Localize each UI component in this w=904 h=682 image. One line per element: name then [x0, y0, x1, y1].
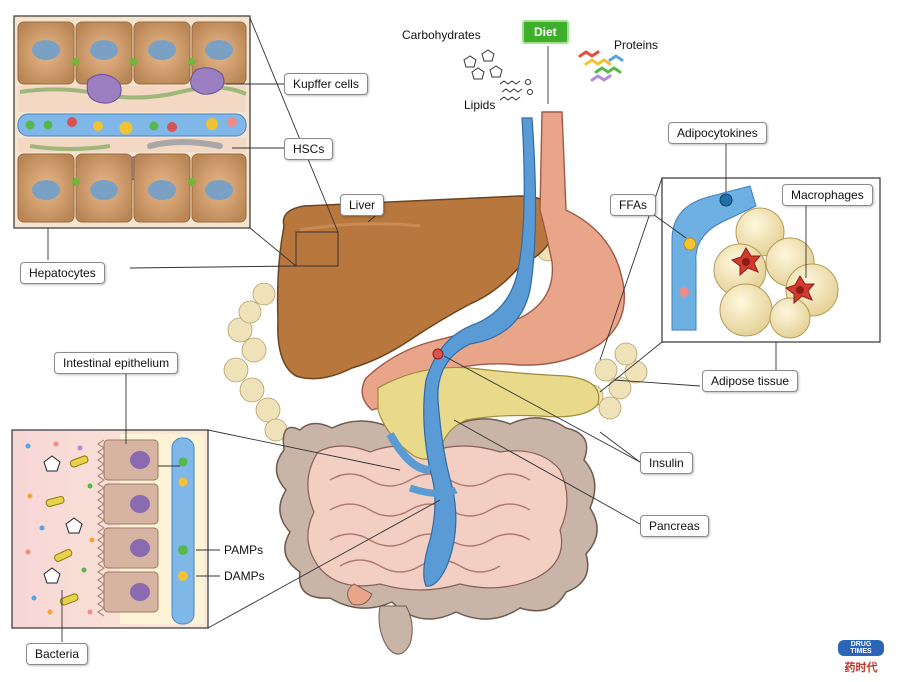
adipocytokine-dot — [719, 193, 733, 207]
label-hepatocytes: Hepatocytes — [20, 262, 105, 284]
label-intestinal-epithelium: Intestinal epithelium — [54, 352, 179, 374]
drugtimes-logo: DRUG TIMES 药时代 — [838, 640, 884, 675]
label-pamps: PAMPs — [224, 543, 264, 557]
label-insulin: Insulin — [640, 452, 693, 474]
label-adipose-tissue: Adipose tissue — [702, 370, 799, 392]
label-damps: DAMPs — [224, 569, 265, 583]
macrophage-2 — [784, 275, 816, 305]
adipose-capillary — [671, 185, 757, 331]
label-adipocytokines: Adipocytokines — [668, 122, 767, 144]
insulin-dot — [432, 348, 444, 360]
lipid-icons — [499, 79, 533, 101]
label-ffas: FFAs — [610, 194, 657, 216]
bacteria-particles — [25, 441, 95, 615]
label-macrophages: Macrophages — [782, 184, 873, 206]
label-lipids: Lipids — [464, 98, 496, 112]
sinusoid-vessel — [17, 113, 247, 137]
appendix — [347, 583, 373, 606]
kupffer-cell-1 — [86, 74, 122, 104]
hepatocyte-row-top — [17, 21, 247, 85]
label-bacteria: Bacteria — [26, 643, 89, 665]
leader-lines — [47, 17, 807, 642]
macrophage-1 — [730, 247, 762, 277]
kupffer-cell-2 — [190, 67, 225, 95]
label-liver: Liver — [340, 194, 385, 216]
label-proteins: Proteins — [614, 38, 659, 52]
portal-vessel — [423, 117, 537, 587]
hepatocyte-row-bottom — [17, 153, 247, 223]
intestine-inset — [11, 429, 209, 629]
logo-badge-text: DRUG TIMES — [838, 640, 884, 656]
logo-chinese-text: 药时代 — [844, 662, 878, 674]
label-kupffer-cells: Kupffer cells — [284, 73, 368, 95]
liver-zoom-box — [295, 231, 339, 267]
ffa-dot — [683, 237, 697, 251]
label-pancreas: Pancreas — [640, 515, 709, 537]
protein-icons — [578, 50, 624, 82]
liver-sinusoid-inset — [13, 15, 251, 229]
carbohydrate-icons — [463, 49, 503, 80]
label-diet: Diet — [522, 20, 569, 44]
epithelial-cells — [97, 439, 159, 617]
label-hscs: HSCs — [284, 138, 334, 160]
adipose-red-dot — [679, 287, 689, 297]
rectum — [378, 605, 413, 655]
intestine-vessel — [171, 437, 195, 625]
label-carbohydrates: Carbohydrates — [402, 28, 481, 42]
